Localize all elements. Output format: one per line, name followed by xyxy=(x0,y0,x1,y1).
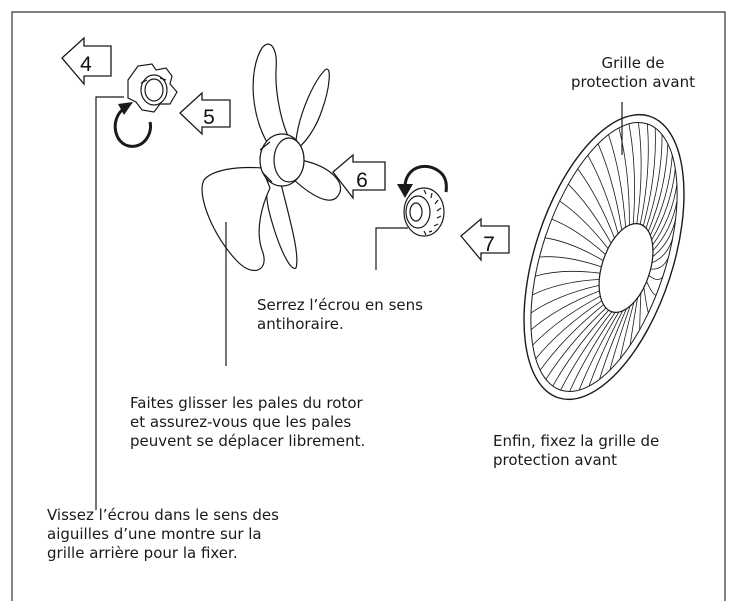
grille-spoke xyxy=(629,297,638,346)
grille-spoke xyxy=(648,275,664,280)
step-7-arrow: 7 xyxy=(460,217,510,262)
grille-spoke xyxy=(643,287,649,314)
step-6-number: 6 xyxy=(356,169,368,192)
grille-spoke xyxy=(639,123,649,225)
spinner-nut-part xyxy=(403,187,445,237)
screw-nut-instruction: Vissez l’écrou dans le sens des aiguille… xyxy=(47,506,279,562)
leader-line-nut xyxy=(95,96,124,510)
grille-spoke xyxy=(578,311,620,391)
grille-spoke xyxy=(646,281,657,296)
grille-spoke xyxy=(545,307,607,380)
grille-spoke xyxy=(628,123,635,224)
grille-spoke xyxy=(648,143,669,232)
nut-part xyxy=(127,63,178,113)
grille-spoke xyxy=(559,200,609,249)
grille-spoke xyxy=(587,155,619,234)
grille-spoke xyxy=(645,134,663,229)
grille-spoke xyxy=(539,256,602,268)
front-grille-part xyxy=(523,113,685,401)
grille-spoke xyxy=(530,290,600,331)
rotor-blades xyxy=(201,43,342,272)
grille-spoke xyxy=(535,300,602,359)
diagram-frame xyxy=(11,11,726,601)
front-grille-title: Grille de protection avant xyxy=(570,54,696,91)
grille-spoke xyxy=(636,122,642,224)
grille-spoke xyxy=(568,184,612,244)
grille-spoke xyxy=(544,237,604,261)
grille-spoke xyxy=(577,168,615,239)
grille-spoke xyxy=(535,270,601,277)
attach-grille-instruction: Enfin, fixez la grille de protection ava… xyxy=(493,432,660,469)
grille-spoke xyxy=(588,310,623,387)
grille-spoke xyxy=(642,127,656,226)
grille-spoke xyxy=(652,184,678,246)
grille-spoke xyxy=(652,219,676,257)
slide-blades-instruction: Faites glisser les pales du rotor et ass… xyxy=(130,394,366,450)
counterclockwise-arrow-icon xyxy=(397,164,448,198)
grille-spoke xyxy=(649,155,673,236)
grille-spoke xyxy=(569,312,616,392)
step-6-arrow: 6 xyxy=(332,153,386,200)
grille-spoke xyxy=(532,279,600,296)
clockwise-arrow-icon xyxy=(113,102,152,148)
grille-spoke xyxy=(597,143,623,231)
grille-spoke xyxy=(639,292,642,330)
grille-spoke xyxy=(619,302,635,359)
grille-spokes xyxy=(530,122,678,392)
step-5-arrow: 5 xyxy=(179,91,231,136)
step-4-number: 4 xyxy=(80,53,92,76)
step-5-number: 5 xyxy=(203,106,215,129)
grille-spoke xyxy=(609,305,631,371)
grille-spoke xyxy=(651,168,676,241)
grille-spoke xyxy=(652,201,678,251)
leader-line-spinner xyxy=(375,227,408,270)
grille-spoke xyxy=(560,311,613,391)
grille-spoke xyxy=(532,295,601,346)
grille-spoke xyxy=(539,304,604,371)
step-4-arrow: 4 xyxy=(61,36,112,86)
grille-spoke xyxy=(618,127,630,226)
grille-spoke xyxy=(551,218,606,255)
step-7-number: 7 xyxy=(483,233,495,256)
grille-spoke xyxy=(651,237,674,264)
grille-spoke xyxy=(650,256,669,270)
grille-spoke xyxy=(530,285,600,314)
grille-spoke xyxy=(552,309,609,387)
grille-spoke xyxy=(599,308,627,380)
tighten-nut-instruction: Serrez l’écrou en sens antihoraire. xyxy=(257,296,423,333)
grille-spoke xyxy=(608,134,626,228)
